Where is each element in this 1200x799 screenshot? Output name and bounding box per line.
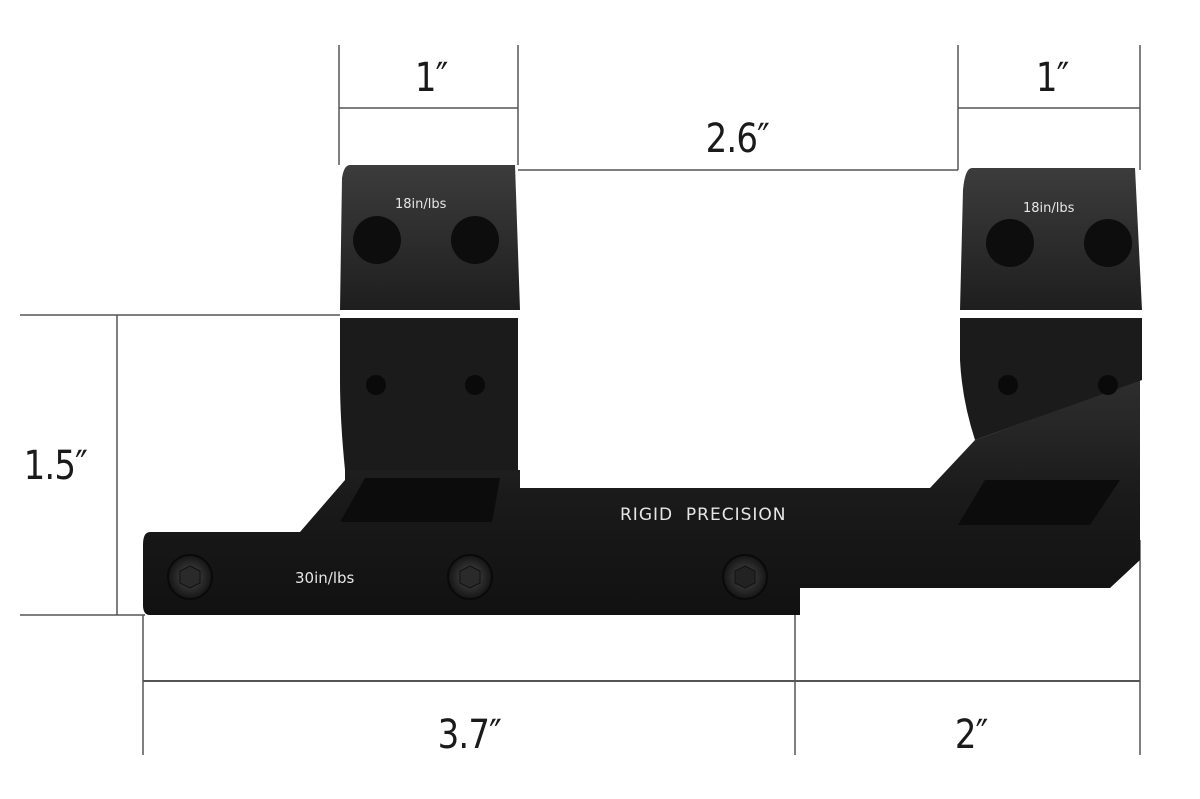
ring-torque-right-engraving: 18in/lbs	[1023, 201, 1075, 216]
brand-engraving: RIGID PRECISION	[620, 505, 787, 525]
height-label: 1.5″	[23, 443, 88, 489]
dimension-lines	[20, 45, 1141, 755]
base-length-label: 3.7″	[437, 712, 502, 758]
ring-width-left-label: 1″	[414, 55, 448, 101]
ring-spacing-label: 2.6″	[705, 116, 770, 162]
ring-width-right-label: 1″	[1035, 55, 1069, 101]
cantilever-offset-label: 2″	[954, 712, 988, 758]
scope-mount	[143, 165, 1142, 615]
ring-torque-left-engraving: 18in/lbs	[395, 197, 447, 212]
base-torque-engraving: 30in/lbs	[295, 569, 355, 587]
